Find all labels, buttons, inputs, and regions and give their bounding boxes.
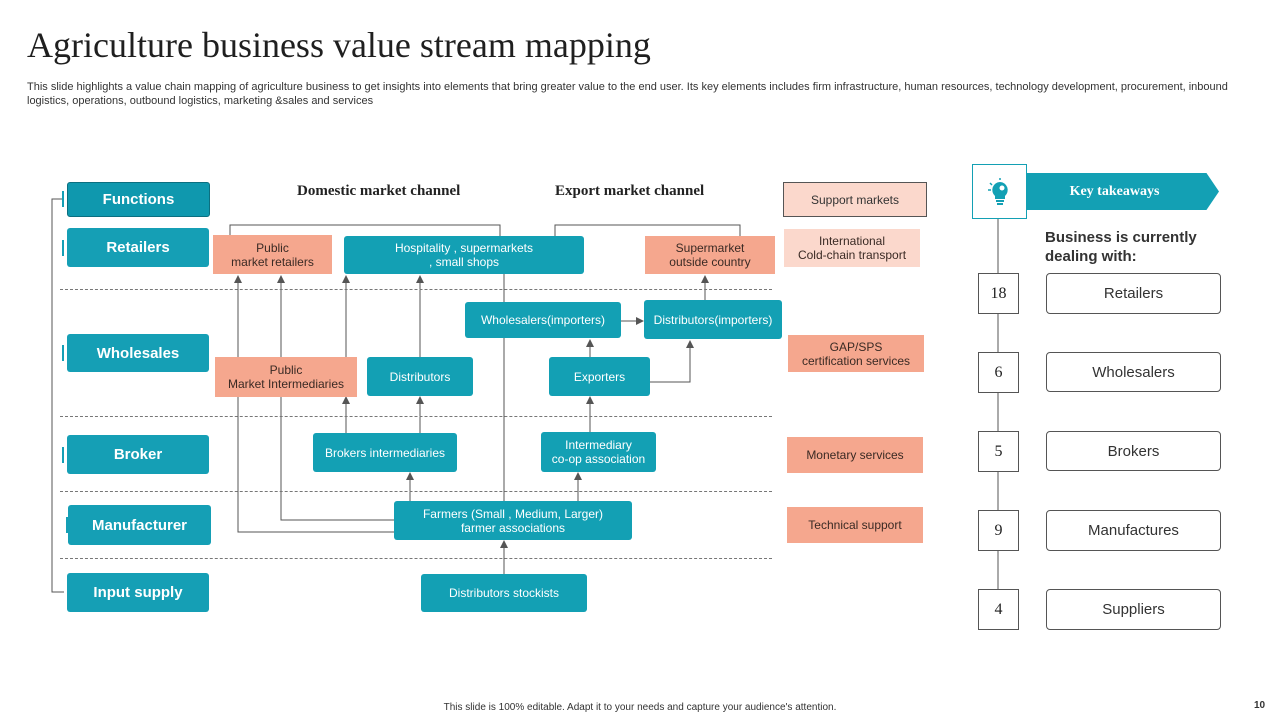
node-distributors: Distributors (367, 357, 473, 396)
takeaway-count: 5 (978, 431, 1019, 472)
page-subtitle: This slide highlights a value chain mapp… (27, 81, 1228, 107)
function-broker: Broker (67, 435, 209, 474)
key-takeaways-label: Key takeaways (1069, 183, 1160, 199)
takeaways-intro: Business is currently dealing with: (1045, 229, 1197, 265)
bracket-tick (62, 191, 64, 207)
row-divider (60, 416, 772, 417)
node-distributors-stockists: Distributors stockists (421, 574, 587, 612)
support-item-cold-chain: International Cold-chain transport (784, 229, 920, 267)
node-brokers-intermediaries: Brokers intermediaries (313, 433, 457, 472)
bracket-tick (62, 240, 64, 256)
footer-note: This slide is 100% editable. Adapt it to… (443, 702, 837, 713)
node-public-market-intermediaries: Public Market Intermediaries (215, 357, 357, 397)
page-title: Agriculture business value stream mappin… (27, 25, 651, 65)
takeaways-icon-box (972, 164, 1027, 219)
function-manufacturer: Manufacturer (68, 505, 211, 545)
functions-header: Functions (67, 182, 210, 217)
row-divider (60, 289, 772, 290)
lightbulb-gear-icon (987, 177, 1008, 205)
node-hospitality: Hospitality , supermarkets , small shops (344, 236, 584, 274)
function-wholesales: Wholesales (67, 334, 209, 372)
takeaway-count: 4 (978, 589, 1019, 630)
key-takeaways-banner: Key takeaways (1010, 173, 1219, 210)
domestic-channel-label: Domestic market channel (297, 183, 461, 199)
support-markets-header: Support markets (783, 182, 927, 217)
takeaway-label: Wholesalers (1046, 352, 1221, 392)
support-item-technical: Technical support (787, 507, 923, 543)
takeaway-label: Manufactures (1046, 510, 1221, 551)
takeaway-label: Retailers (1046, 273, 1221, 314)
export-channel-label: Export market channel (555, 183, 705, 199)
function-input-supply: Input supply (67, 573, 209, 612)
node-supermarket-outside: Supermarket outside country (645, 236, 775, 274)
node-distributors-importers: Distributors(importers) (644, 300, 782, 339)
support-item-monetary: Monetary services (787, 437, 923, 473)
function-retailers: Retailers (67, 228, 209, 267)
takeaway-label: Suppliers (1046, 589, 1221, 630)
row-divider (60, 558, 772, 559)
bracket-tick (62, 345, 64, 361)
takeaway-label: Brokers (1046, 431, 1221, 471)
support-item-gap-sps: GAP/SPS certification services (788, 335, 924, 372)
bracket-tick (62, 447, 64, 463)
page-number: 10 (1254, 700, 1266, 711)
row-divider (60, 491, 772, 492)
node-wholesalers-importers: Wholesalers(importers) (465, 302, 621, 338)
node-exporters: Exporters (549, 357, 650, 396)
bracket-tick (66, 517, 68, 533)
takeaway-count: 18 (978, 273, 1019, 314)
node-intermediary-coop: Intermediary co-op association (541, 432, 656, 472)
takeaway-count: 6 (978, 352, 1019, 393)
node-farmers: Farmers (Small , Medium, Larger) farmer … (394, 501, 632, 540)
takeaway-count: 9 (978, 510, 1019, 551)
node-public-market-retailers: Public market retailers (213, 235, 332, 274)
